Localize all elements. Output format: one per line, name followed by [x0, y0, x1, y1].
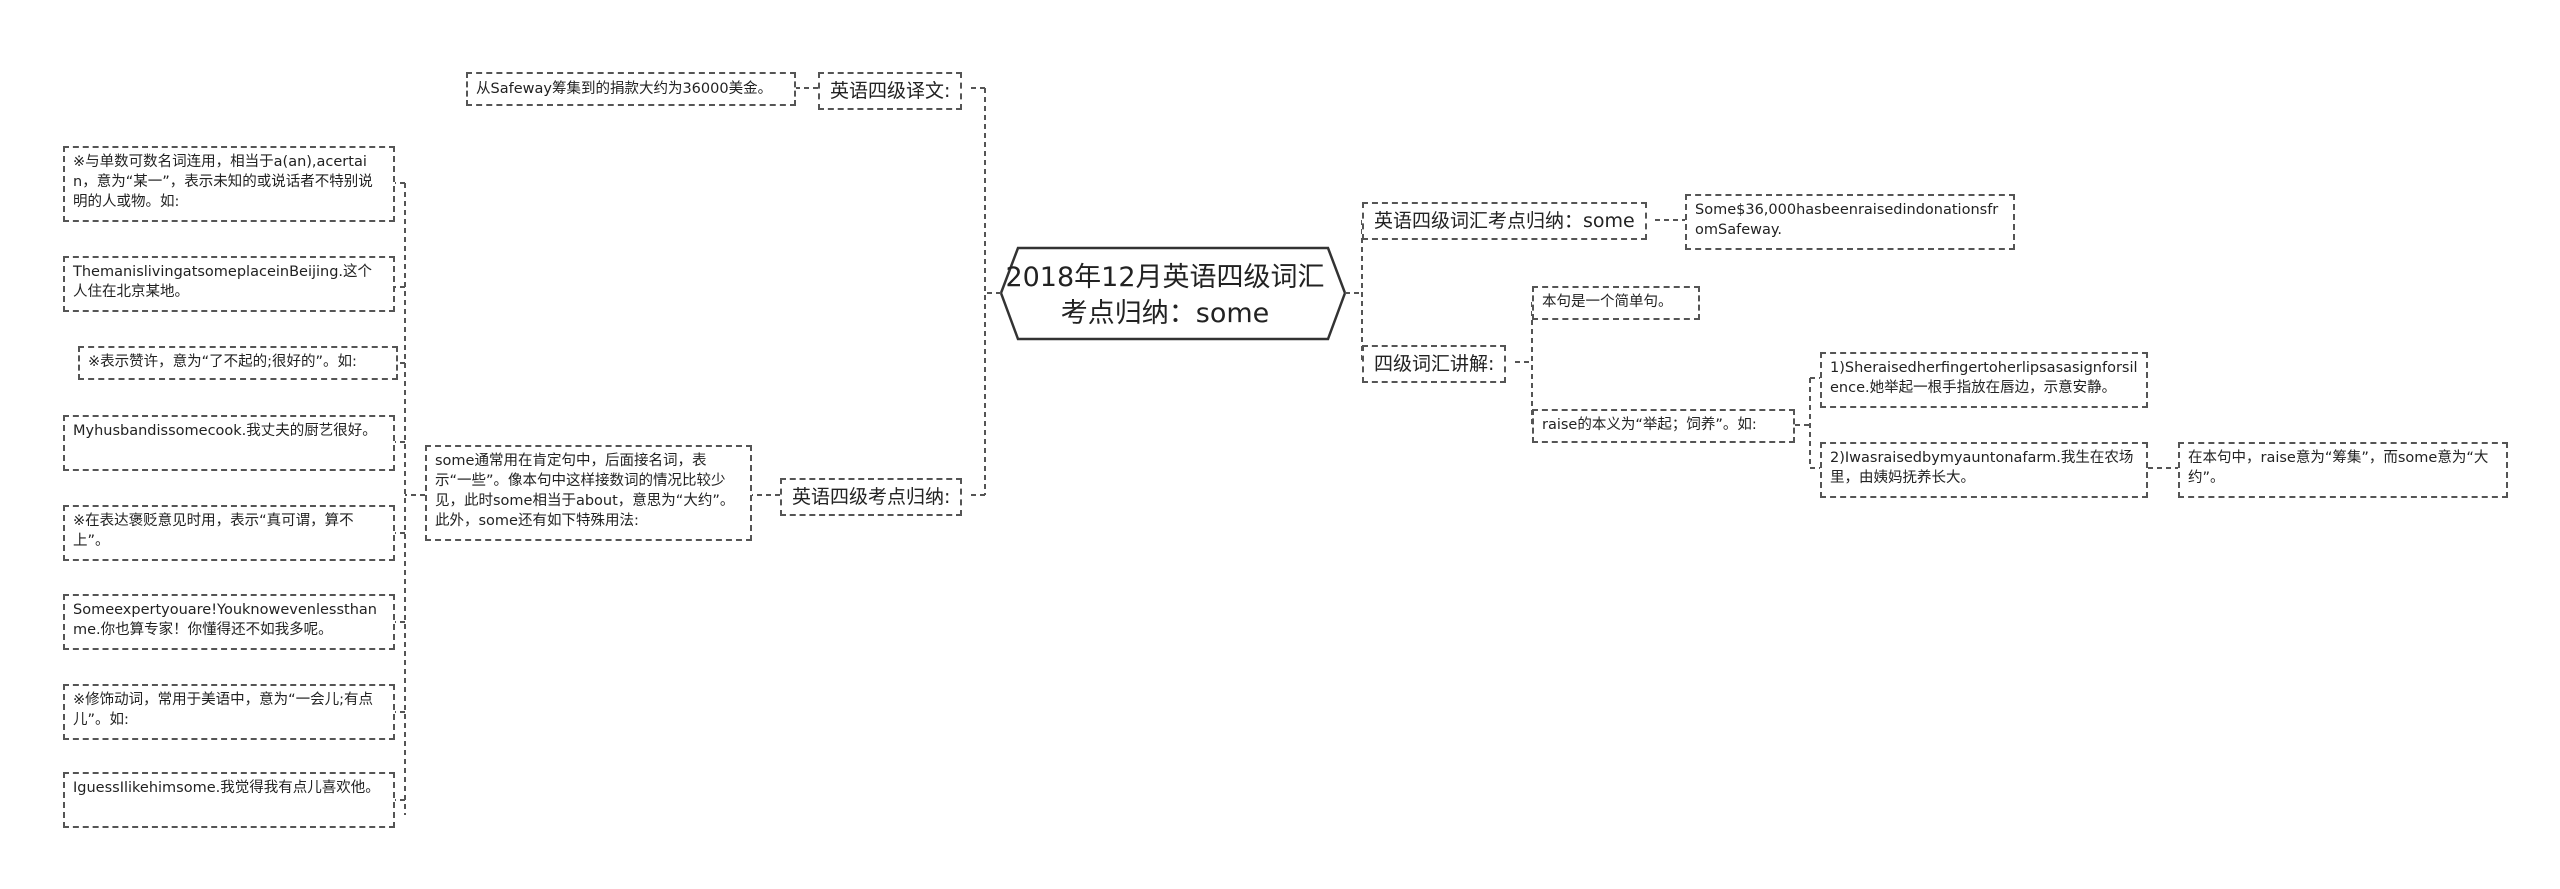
branch-vocab-some[interactable]: 英语四级词汇考点归纳：some	[1362, 202, 1647, 240]
translation-text[interactable]: 从Safeway筹集到的捐款大约为36000美金。	[466, 72, 796, 106]
exam-item-0[interactable]: ※与单数可数名词连用，相当于a(an),acertain，意为“某一”，表示未知…	[63, 146, 395, 222]
vocab-some-sentence[interactable]: Some$36,000hasbeenraisedindonationsfromS…	[1685, 194, 2015, 250]
exam-item-5[interactable]: Someexpertyouare!Youknowevenlessthanme.你…	[63, 594, 395, 650]
exam-item-7[interactable]: IguessIlikehimsome.我觉得我有点儿喜欢他。	[63, 772, 395, 828]
raise-meaning[interactable]: raise的本义为“举起；饲养”。如:	[1532, 409, 1795, 443]
branch-translation[interactable]: 英语四级译文:	[818, 72, 963, 110]
exam-item-3[interactable]: Myhusbandissomecook.我丈夫的厨艺很好。	[63, 415, 395, 471]
exam-item-1[interactable]: ThemanislivingatsomeplaceinBeijing.这个人住在…	[63, 256, 395, 312]
branch-vocab-explain[interactable]: 四级词汇讲解:	[1362, 345, 1507, 383]
exam-item-6[interactable]: ※修饰动词，常用于美语中，意为“一会儿;有点儿”。如:	[63, 684, 395, 740]
raise-example-1[interactable]: 1)Sheraisedherfingertoherlipsasasignfors…	[1820, 352, 2148, 408]
raise-note[interactable]: 在本句中，raise意为“筹集”，而some意为“大约”。	[2178, 442, 2508, 498]
exam-item-2[interactable]: ※表示赞许，意为“了不起的;很好的”。如:	[78, 346, 398, 380]
raise-example-2[interactable]: 2)Iwasraisedbymyauntonafarm.我生在农场里，由姨妈抚养…	[1820, 442, 2148, 498]
branch-exam-points[interactable]: 英语四级考点归纳:	[780, 478, 963, 516]
simple-sentence-note[interactable]: 本句是一个简单句。	[1532, 286, 1700, 320]
exam-points-desc[interactable]: some通常用在肯定句中，后面接名词，表示“一些”。像本句中这样接数词的情况比较…	[425, 445, 752, 541]
root-title[interactable]: 2018年12月英语四级词汇考点归纳：some	[1005, 262, 1325, 329]
exam-item-4[interactable]: ※在表达褒贬意见时用，表示“真可谓，算不上”。	[63, 505, 395, 561]
